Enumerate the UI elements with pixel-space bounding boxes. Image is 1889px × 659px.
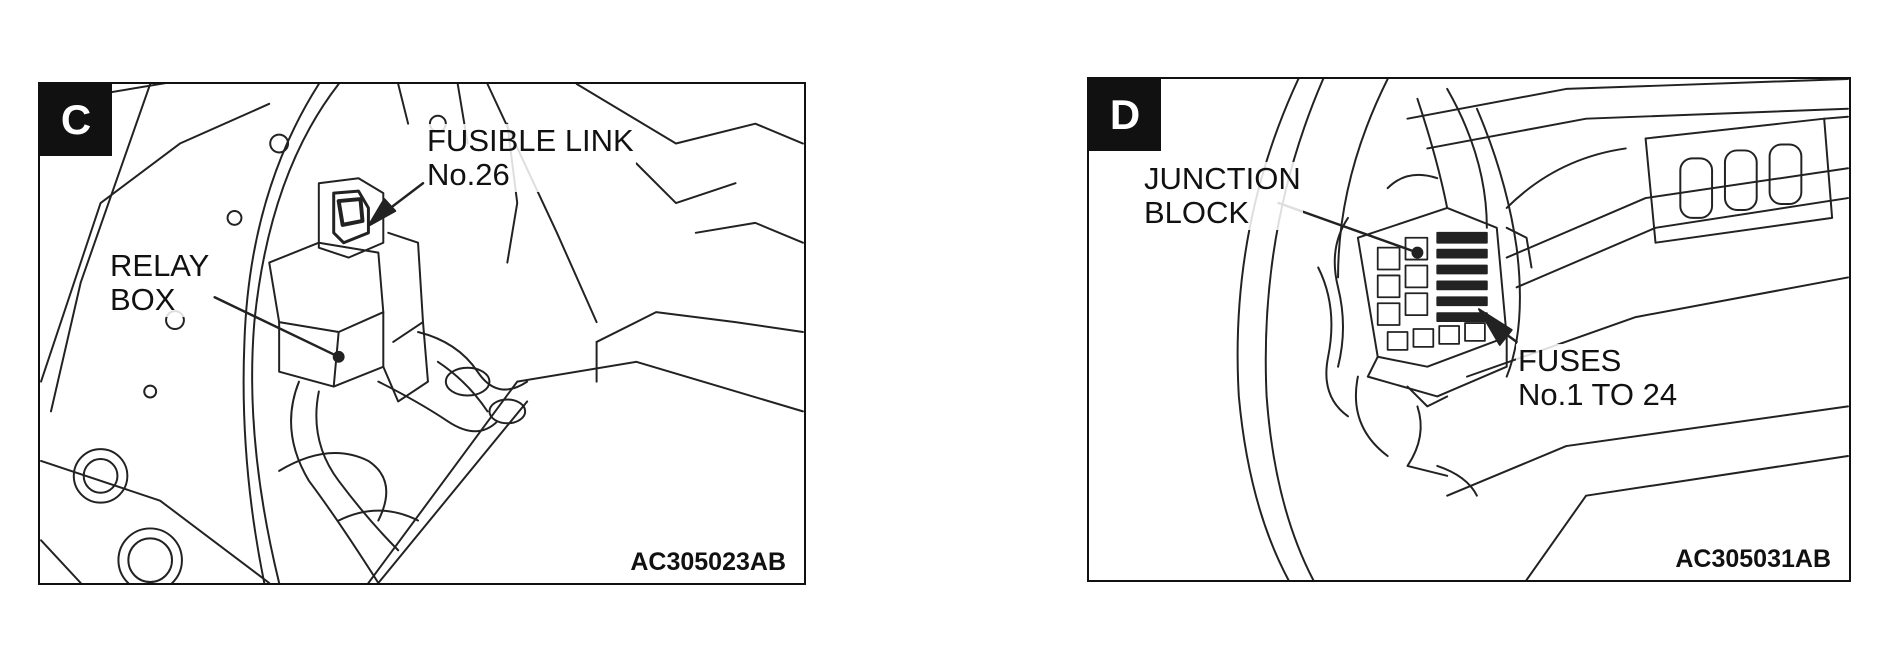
fuses-label: FUSES No.1 TO 24	[1516, 344, 1680, 412]
junction-block-label-line2: BLOCK	[1142, 196, 1303, 230]
panel-c-figure-code: AC305023AB	[626, 548, 790, 577]
panel-c-engine-bay-illustration: C FUSIBLE LINK No.26 RELAY BOX AC305023A…	[38, 82, 806, 585]
junction-block-label: JUNCTION BLOCK	[1142, 162, 1303, 230]
fuses-label-line1: FUSES	[1516, 344, 1680, 378]
panel-d-figure-code: AC305031AB	[1671, 545, 1835, 574]
panel-d-badge: D	[1089, 79, 1161, 151]
fusible-link-label-line2: No.26	[425, 158, 636, 192]
junction-block-label-line1: JUNCTION	[1142, 161, 1303, 196]
panel-c-badge: C	[40, 84, 112, 156]
panel-d-interior-illustration: D JUNCTION BLOCK FUSES No.1 TO 24 AC3050…	[1087, 77, 1851, 582]
relay-box-label: RELAY BOX	[108, 248, 212, 317]
fuses-label-line2: No.1 TO 24	[1516, 377, 1680, 412]
relay-box-label-line1: RELAY	[108, 248, 212, 283]
junction-block-line-drawing	[1236, 79, 1849, 580]
relay-box-label-line2: BOX	[108, 283, 212, 317]
relay-box-line-drawing	[40, 84, 804, 583]
fusible-link-label-line1: FUSIBLE LINK	[425, 123, 636, 158]
fusible-link-label: FUSIBLE LINK No.26	[425, 124, 636, 192]
